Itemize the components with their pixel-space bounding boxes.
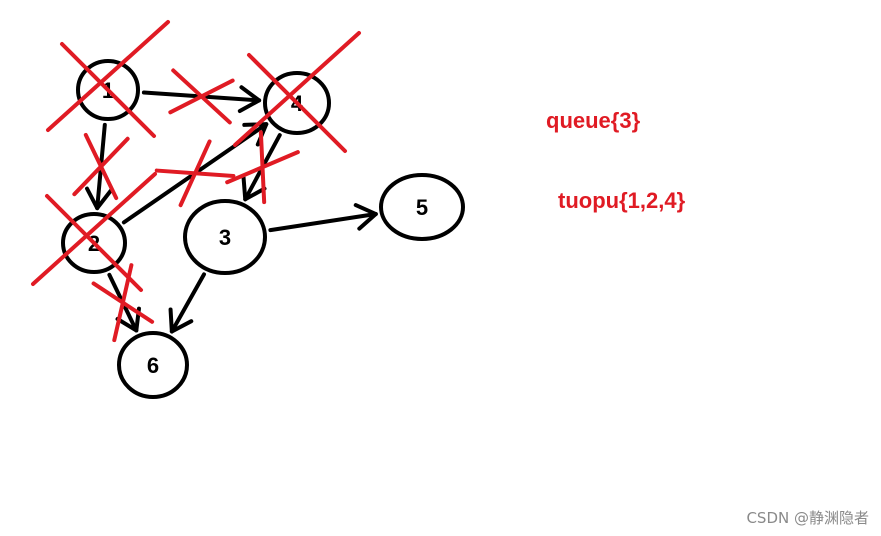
node-3: 3 (183, 199, 267, 275)
node-1-circle (76, 59, 140, 121)
node-4-cross (233, 31, 361, 153)
edge-3-5 (268, 203, 378, 233)
node-6: 6 (117, 331, 189, 399)
edge-2-6-cross (91, 263, 155, 343)
node-5-circle (379, 173, 465, 241)
node-6-label: 6 (147, 353, 159, 378)
node-4-circle (263, 71, 331, 135)
edge-3-6 (168, 272, 206, 334)
topo-order-annotation: tuopu{1,2,4} (558, 188, 686, 213)
node-3-circle (183, 199, 267, 275)
edge-1-4-cross (168, 68, 235, 125)
watermark: CSDN @静渊隐者 (746, 509, 869, 527)
cross-marks-layer (31, 20, 361, 343)
node-1-cross (46, 20, 170, 138)
node-5-label: 5 (416, 195, 428, 220)
node-2-circle (61, 212, 127, 274)
queue-annotation: queue{3} (546, 108, 641, 133)
node-2-cross (31, 172, 157, 292)
node-6-circle (117, 331, 189, 399)
node-5: 5 (379, 173, 465, 241)
nodes-layer: 123456 (61, 59, 465, 399)
node-3-label: 3 (219, 225, 231, 250)
edge-4-3-cross (225, 130, 300, 205)
edges-layer (85, 85, 378, 334)
edge-2-4-cross (154, 139, 236, 208)
edge-1-2-cross (72, 132, 130, 201)
